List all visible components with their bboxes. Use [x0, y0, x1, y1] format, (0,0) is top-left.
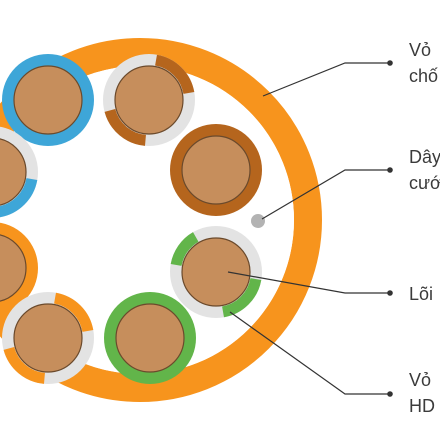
conductor-7	[2, 292, 94, 384]
label-core-line1: Lõi	[409, 284, 433, 304]
outer-jacket	[0, 38, 322, 402]
label-insulation-line2: HD	[409, 396, 435, 416]
conductor-4	[0, 126, 38, 218]
copper-core	[115, 303, 185, 373]
conductor-5	[170, 226, 262, 318]
conductor-group	[0, 54, 262, 384]
copper-core	[13, 303, 83, 373]
leader-line-core	[227, 271, 390, 294]
insulation-color-stripe	[53, 292, 94, 333]
leader-lines	[227, 60, 393, 397]
conductor-1	[2, 54, 94, 146]
copper-core	[13, 65, 83, 135]
leader-dot-ripcord	[387, 167, 393, 173]
insulation-color-stripe	[170, 232, 199, 267]
insulation-color-stripe	[154, 54, 195, 95]
conductor-6	[0, 222, 38, 314]
conductor-8	[104, 292, 196, 384]
leader-line-ripcord	[261, 169, 390, 220]
copper-core	[0, 138, 27, 206]
copper-core	[181, 135, 251, 205]
leader-dot-core	[387, 290, 393, 296]
copper-core	[181, 237, 251, 307]
leader-dot-jacket	[387, 60, 393, 66]
label-ripcord-line2: cướ	[409, 173, 440, 193]
label-insulation-line1: Vỏ	[409, 370, 431, 390]
insulation-color-stripe	[0, 177, 38, 218]
leader-line-jacket	[262, 62, 390, 97]
copper-core	[114, 65, 184, 135]
copper-core	[0, 234, 27, 302]
label-ripcord-line1: Dây	[409, 147, 440, 167]
leader-dot-insulation	[387, 391, 393, 397]
insulation-color-stripe	[104, 108, 147, 146]
label-jacket-line1: Vỏ	[409, 40, 431, 60]
leader-line-insulation	[229, 311, 390, 395]
conductor-3	[170, 124, 262, 216]
insulation-color-stripe	[3, 346, 46, 384]
ripcord	[251, 214, 265, 228]
insulation-color-stripe	[221, 277, 262, 318]
conductor-2	[103, 54, 195, 146]
label-jacket-line2: chố	[409, 66, 438, 86]
